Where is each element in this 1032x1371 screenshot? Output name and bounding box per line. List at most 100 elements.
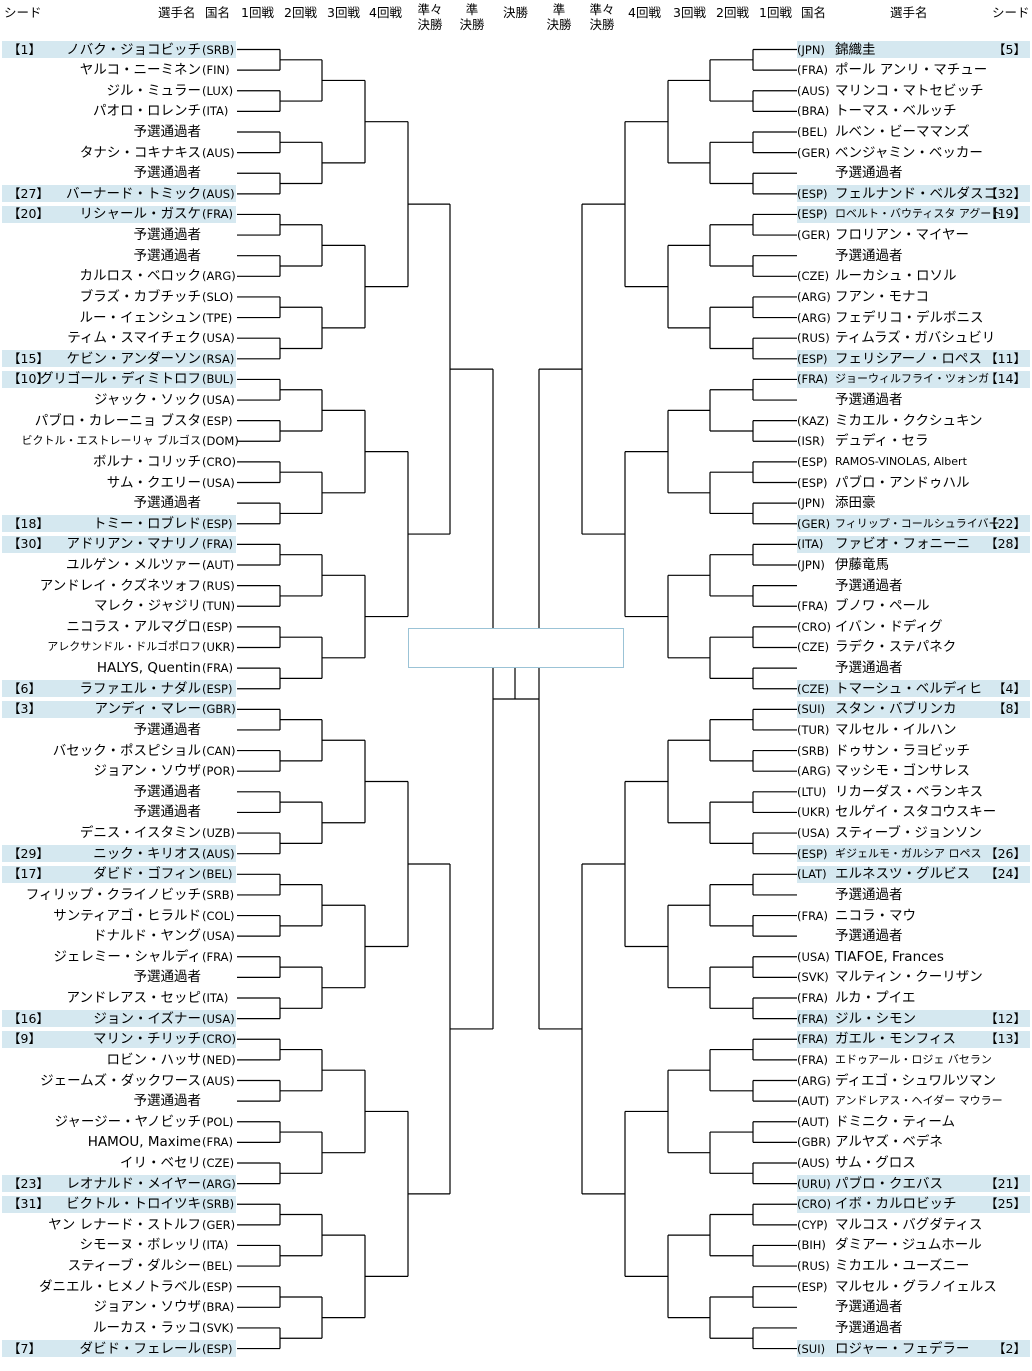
seed-highlight: [797, 1175, 1030, 1193]
country-code: (BEL): [202, 1259, 233, 1274]
country-code: (USA): [797, 826, 830, 841]
seed-label: 【22】: [985, 515, 1026, 531]
seed-label: 【10】: [8, 371, 49, 387]
player-name: マルセル・イルハン: [835, 721, 957, 738]
country-code: (FRA): [202, 661, 233, 676]
country-code: (CZE): [797, 640, 830, 655]
player-name: ルー・イェンシュン: [79, 309, 202, 326]
player-name: マレク・ジャジリ: [93, 598, 201, 615]
header-sf-left: 準 決勝: [459, 2, 485, 32]
player-name: イバン・ドディグ: [835, 618, 943, 635]
player-name: ダニエル・ヒメノトラベル: [39, 1278, 201, 1295]
country-code: (USA): [202, 1011, 235, 1026]
player-name: マッシモ・ゴンサレス: [835, 763, 970, 780]
seed-label: 【15】: [8, 350, 49, 366]
player-name: ジョーウィルフライ・ツォンガ: [835, 372, 989, 386]
player-name: ジャージー・ヤノビッチ: [54, 1113, 201, 1130]
country-code: (FRA): [797, 908, 828, 923]
player-name: イボ・カルロビッチ: [835, 1196, 957, 1213]
player-name: 予選通過者: [835, 928, 903, 945]
player-name: ギジェルモ・ガルシア ロペス: [835, 846, 982, 860]
seed-highlight: [2, 535, 236, 553]
player-name: HALYS, Quentin: [96, 660, 201, 677]
champion-box: [408, 628, 624, 668]
seed-highlight: [2, 205, 236, 223]
player-name: スティーブ・ダルシー: [67, 1258, 201, 1275]
player-name: アンディ・マレー: [94, 701, 201, 718]
player-name: ドナルド・ヤング: [93, 928, 201, 945]
player-name: タナシ・コキナキス: [79, 144, 201, 161]
seed-highlight: [2, 700, 236, 718]
player-name: ポール アンリ・マチュー: [835, 62, 988, 79]
seed-highlight: [2, 185, 236, 203]
player-name: ティムラズ・ガバシュビリ: [835, 330, 996, 347]
seed-label: 【1】: [8, 41, 41, 57]
player-name: ニック・キリオス: [93, 845, 201, 862]
player-name: 予選通過者: [133, 495, 202, 512]
country-code: (ESP): [202, 1341, 233, 1356]
player-name: 予選通過者: [133, 227, 202, 244]
player-name: パブロ・アンドゥハル: [835, 474, 970, 491]
country-code: (COL): [202, 908, 235, 923]
country-code: (ITA): [202, 1238, 229, 1253]
country-code: (ITA): [202, 104, 229, 119]
country-code: (ESP): [202, 413, 233, 428]
country-code: (USA): [202, 929, 235, 944]
player-name: 予選通過者: [835, 247, 903, 264]
header-r2-left: 2回戦: [284, 5, 317, 20]
country-code: (UZB): [202, 826, 235, 841]
seed-label: 【7】: [8, 1340, 41, 1356]
seed-highlight: [2, 1340, 236, 1358]
header-r1-right: 1回戦: [759, 5, 792, 20]
country-code: (ARG): [797, 764, 831, 779]
country-code: (UKR): [202, 640, 235, 655]
country-code: (ESP): [202, 619, 233, 634]
player-name: フェルナンド・ベルダスコ: [835, 185, 997, 202]
seed-label: 【26】: [985, 845, 1026, 861]
country-code: (GBR): [202, 702, 236, 717]
player-name: パブロ・カレーニョ ブスタ: [34, 412, 201, 429]
seed-label: 【24】: [985, 866, 1026, 882]
country-code: (SRB): [797, 743, 830, 758]
header-player-left: 選手名: [158, 5, 196, 20]
country-code: (ESP): [202, 516, 233, 531]
header-seed-right: シード: [992, 5, 1030, 20]
player-name: フィリップ・コールシュライバー: [835, 516, 1000, 530]
country-code: (BEL): [797, 124, 828, 139]
header-r1-left: 1回戦: [241, 5, 274, 20]
seed-highlight: [797, 1010, 1030, 1028]
player-name: ミカエル・ユーズニー: [835, 1258, 970, 1275]
country-code: (AUS): [202, 145, 235, 160]
seed-label: 【18】: [8, 515, 49, 531]
player-name: ユルゲン・メルツァー: [66, 557, 201, 573]
player-name: スティーブ・ジョンソン: [835, 825, 982, 842]
seed-highlight: [2, 515, 236, 533]
country-code: (ESP): [202, 1279, 233, 1294]
country-code: (ARG): [202, 1176, 236, 1191]
country-code: (ISR): [797, 434, 825, 449]
seed-label: 【8】: [993, 701, 1026, 717]
country-code: (AUT): [202, 558, 235, 572]
country-code: (AUT): [797, 1114, 830, 1129]
player-name: ダビド・フェレール: [79, 1340, 202, 1357]
seed-label: 【5】: [993, 41, 1026, 57]
seed-highlight: [797, 41, 1030, 58]
player-name: 予選通過者: [835, 1319, 903, 1336]
player-name: 伊藤竜馬: [835, 557, 889, 573]
player-name: ケビン・アンダーソン: [66, 350, 201, 367]
player-name: ジル・シモン: [835, 1010, 916, 1027]
player-name: マルティン・クーリザン: [835, 969, 983, 986]
player-name: パブロ・クエバス: [835, 1175, 943, 1192]
seed-highlight: [2, 41, 236, 58]
player-name: ミカエル・ククシュキン: [835, 412, 983, 429]
player-name: ジョアン・ソウザ: [93, 1299, 201, 1316]
player-name: ダミアー・ジュムホール: [835, 1237, 982, 1254]
player-name: ジェームズ・ダックワース: [40, 1072, 201, 1089]
player-name: リシャール・ガスケ: [79, 206, 202, 223]
country-code: (AUS): [202, 1073, 235, 1088]
player-name: ニコラス・アルマグロ: [66, 618, 201, 635]
player-name: ドミニク・ティーム: [835, 1113, 956, 1130]
country-code: (RUS): [797, 1259, 830, 1274]
seed-highlight: [797, 700, 1030, 718]
seed-label: 【31】: [8, 1196, 49, 1212]
